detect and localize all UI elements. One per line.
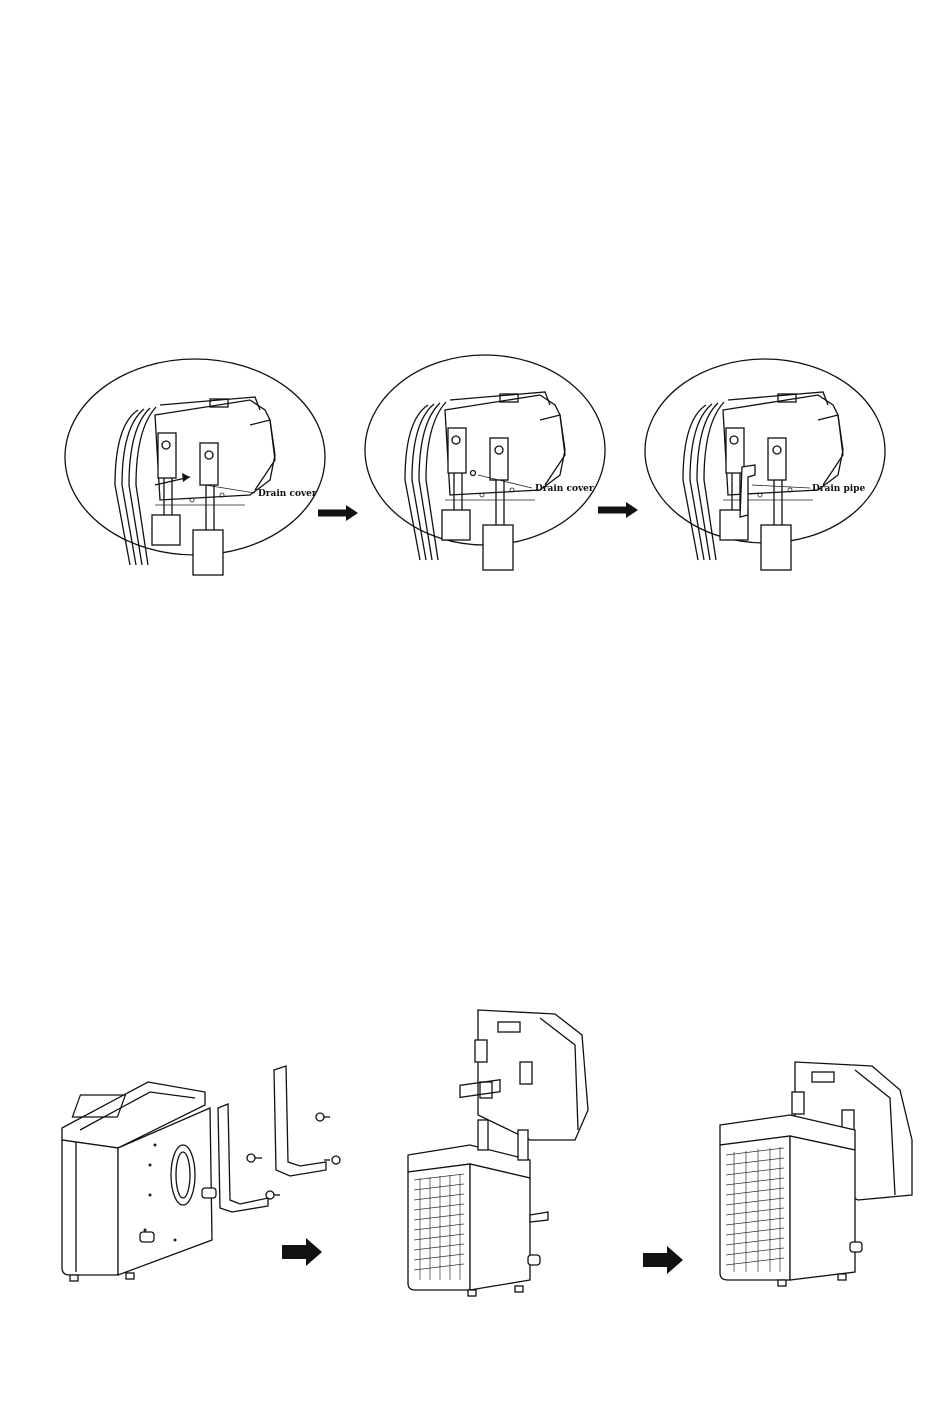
drain-step-1 (65, 359, 325, 575)
arrow-right-1 (318, 505, 358, 521)
drain-step-2 (365, 355, 605, 570)
arrow-right-2 (598, 502, 638, 518)
assembly-figure-row (0, 1000, 950, 1300)
drain-figure-svg: Drain cover Drain cover Drain pipe (0, 345, 950, 580)
drain-cover-label-1: Drain cover (258, 489, 317, 499)
assembly-step-2 (408, 1010, 588, 1296)
drain-figure-row: Drain cover Drain cover Drain pipe (0, 345, 950, 580)
drain-cover-label-2: Drain cover (535, 484, 594, 494)
assembly-figure-svg (0, 1000, 950, 1300)
drain-step-3 (645, 359, 885, 570)
arrow-right-4 (643, 1246, 683, 1274)
arrow-right-3 (282, 1238, 322, 1266)
drain-pipe-label: Drain pipe (812, 484, 865, 494)
assembly-step-3 (720, 1062, 912, 1286)
